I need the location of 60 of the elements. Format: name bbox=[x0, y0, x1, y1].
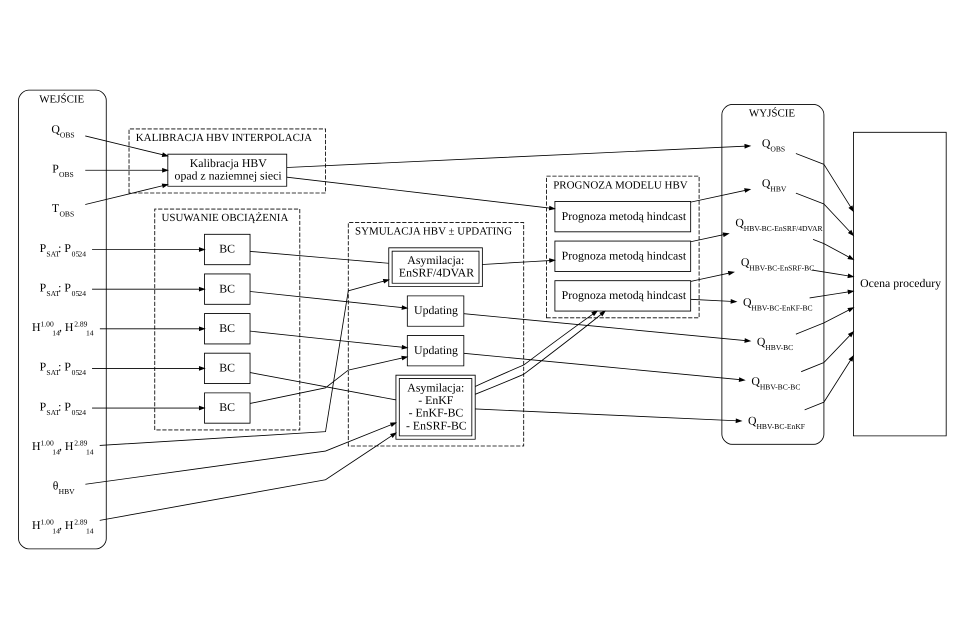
arrow bbox=[482, 258, 556, 265]
arrow bbox=[463, 313, 752, 343]
arrow bbox=[99, 432, 397, 521]
node-text: T$_{OBS}$ bbox=[52, 201, 74, 219]
arrow bbox=[286, 176, 556, 210]
node-text: Q$_{OBS}$ bbox=[51, 122, 75, 140]
arrow bbox=[474, 408, 742, 424]
arrow bbox=[690, 270, 735, 282]
arrow bbox=[250, 356, 408, 404]
node-box: BC bbox=[204, 352, 250, 384]
arrow bbox=[812, 270, 854, 278]
arrow bbox=[795, 153, 854, 212]
arrow bbox=[92, 286, 206, 292]
node-box: Prognoza metodą hindcast bbox=[554, 240, 692, 272]
node-box: BC bbox=[204, 234, 250, 266]
arrow bbox=[809, 290, 854, 298]
arrow bbox=[812, 238, 854, 260]
node-box: Asymilacja: - EnKF - EnKF-BC - EnSRF-BC bbox=[396, 374, 476, 440]
node-box: Updating bbox=[406, 295, 464, 327]
arrow bbox=[92, 366, 206, 371]
node-box: Asymilacja: EnSRF/4DVAR bbox=[388, 247, 483, 288]
node-text: Q$_{HBV}$ bbox=[762, 176, 786, 194]
arrow bbox=[250, 330, 408, 350]
arrow bbox=[690, 298, 738, 304]
node-box: Kalibracja HBV opad z naziemnej sieci bbox=[167, 154, 288, 187]
arrow bbox=[795, 307, 854, 335]
node-box: BC bbox=[204, 313, 250, 344]
arrow bbox=[84, 168, 169, 173]
arrow bbox=[690, 188, 752, 203]
arrow bbox=[99, 326, 206, 332]
node-box: Updating bbox=[406, 335, 464, 366]
node-box: BC bbox=[204, 392, 250, 424]
node-text: P$_{OBS}$ bbox=[52, 162, 74, 180]
node-text: Q$_{HBV-BC-EnKF-BC}$ bbox=[742, 294, 813, 312]
arrow bbox=[99, 278, 390, 446]
arrow bbox=[800, 330, 854, 372]
arrow bbox=[84, 136, 169, 157]
arrow bbox=[690, 232, 730, 242]
arrow bbox=[804, 354, 854, 410]
arrow bbox=[286, 144, 752, 168]
node-text: Q$_{HBV-BC}$ bbox=[756, 334, 794, 352]
node-box: BC bbox=[204, 274, 250, 305]
arrow bbox=[84, 184, 169, 205]
connector bbox=[250, 250, 389, 264]
arrow bbox=[92, 247, 206, 252]
arrow bbox=[84, 422, 398, 485]
connector bbox=[250, 372, 396, 400]
node-text: Q$_{HBV-BC-BC}$ bbox=[751, 374, 800, 392]
arrow bbox=[92, 406, 206, 410]
node-text: Q$_{OBS}$ bbox=[762, 136, 786, 154]
node-text: Q$_{HBV-BC-EnKF}$ bbox=[748, 414, 806, 432]
node-box: Prognoza metodą hindcast bbox=[554, 280, 692, 312]
node-box: Prognoza metodą hindcast bbox=[554, 201, 692, 232]
arrow bbox=[463, 352, 746, 382]
node-text: Q$_{HBV-BC-EnSRF/4DVAR}$ bbox=[735, 215, 823, 233]
node-text: θ$_{HBV}$ bbox=[52, 478, 75, 496]
node-box: Ocena procedury bbox=[853, 132, 947, 436]
node-text: Q$_{HBV-BC-EnSRF-BC}$ bbox=[740, 255, 814, 273]
arrow bbox=[795, 192, 854, 236]
arrow bbox=[250, 291, 408, 310]
